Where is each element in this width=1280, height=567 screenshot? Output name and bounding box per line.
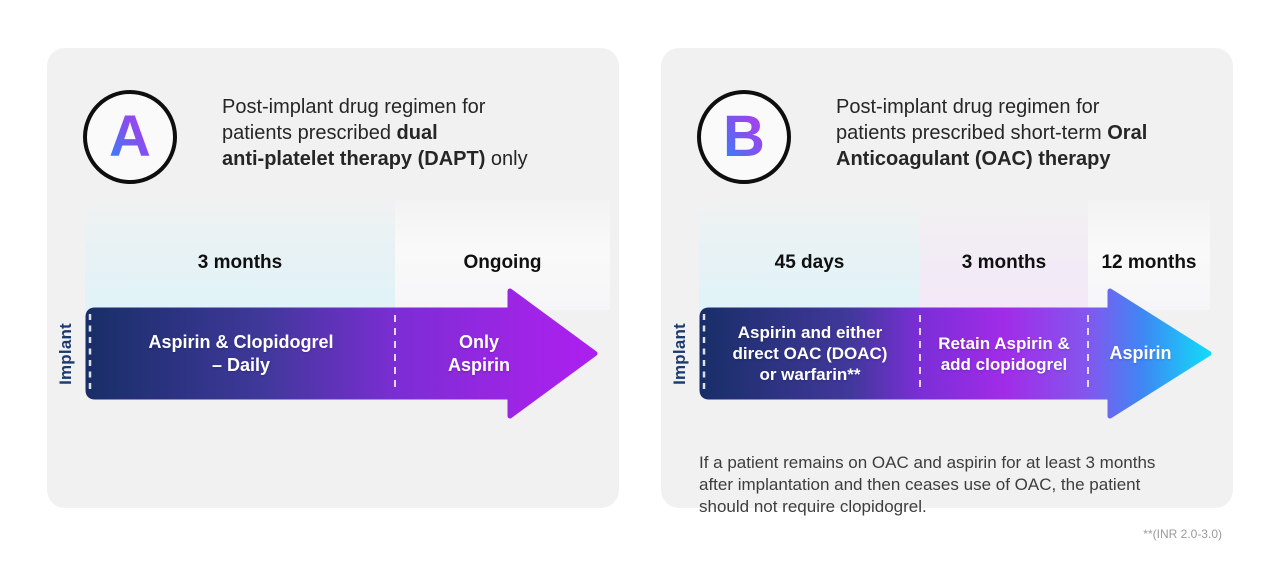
- implant-marker-b: Implant: [661, 287, 699, 420]
- duration-columns-a: 3 months Ongoing: [85, 200, 610, 310]
- regimen-segment: Retain Aspirin & add clopidogrel: [938, 333, 1070, 374]
- column-3-months: 3 months: [85, 200, 395, 310]
- arrow-body-a: [85, 288, 598, 419]
- implant-label: Implant: [56, 322, 76, 385]
- column-3-months: 3 months: [920, 200, 1088, 310]
- panel-a-heading: Post-implant drug regimen for patients p…: [222, 94, 597, 172]
- inr-range-note: **(INR 2.0-3.0): [1143, 527, 1222, 541]
- heading-line: Post-implant drug regimen for: [836, 96, 1100, 118]
- column-45-days: 45 days: [699, 200, 920, 310]
- arrow-graphic-a: [85, 288, 598, 419]
- heading-line: Anticoagulant (OAC) therapy: [836, 148, 1111, 170]
- panel-a-dapt: A Post-implant drug regimen for patients…: [47, 48, 619, 508]
- implant-label: Implant: [670, 322, 690, 385]
- timeline-arrow-b: Aspirin and either direct OAC (DOAC) or …: [699, 287, 1215, 420]
- column-ongoing: Ongoing: [395, 200, 610, 310]
- duration-label: 45 days: [774, 252, 845, 273]
- heading-line: patients prescribed dual: [222, 122, 438, 144]
- regimen-segment: Aspirin & Clopidogrel – Daily: [148, 331, 334, 375]
- badge-b-letter: B: [723, 104, 765, 169]
- badge-a-circle: A: [83, 90, 177, 184]
- heading-line: patients prescribed short-term Oral: [836, 122, 1148, 144]
- timeline-arrow-a: Aspirin & Clopidogrel – Daily Only Aspir…: [85, 287, 601, 420]
- implant-marker-a: Implant: [47, 287, 85, 420]
- duration-label: 12 months: [1101, 252, 1197, 273]
- badge-a-letter: A: [109, 104, 151, 169]
- duration-label: 3 months: [197, 252, 283, 273]
- arrow-body-b: [699, 288, 1212, 419]
- heading-line: anti-platelet therapy (DAPT) only: [222, 148, 528, 170]
- oac-footnote: If a patient remains on OAC and aspirin …: [699, 430, 1222, 567]
- duration-label: 3 months: [961, 252, 1047, 273]
- badge-b-circle: B: [697, 90, 791, 184]
- regimen-segment: Aspirin: [1109, 343, 1172, 363]
- panel-b-oac: B Post-implant drug regimen for patients…: [661, 48, 1233, 541]
- regimen-segment: Only Aspirin: [447, 331, 510, 375]
- footnote-text: If a patient remains on OAC and aspirin …: [699, 453, 1156, 516]
- arrow-graphic-b: [699, 288, 1212, 419]
- panel-b-heading: Post-implant drug regimen for patients p…: [836, 94, 1211, 172]
- heading-line: Post-implant drug regimen for: [222, 96, 486, 118]
- regimen-segment: Aspirin and either direct OAC (DOAC) or …: [732, 323, 888, 384]
- duration-label: Ongoing: [463, 252, 542, 273]
